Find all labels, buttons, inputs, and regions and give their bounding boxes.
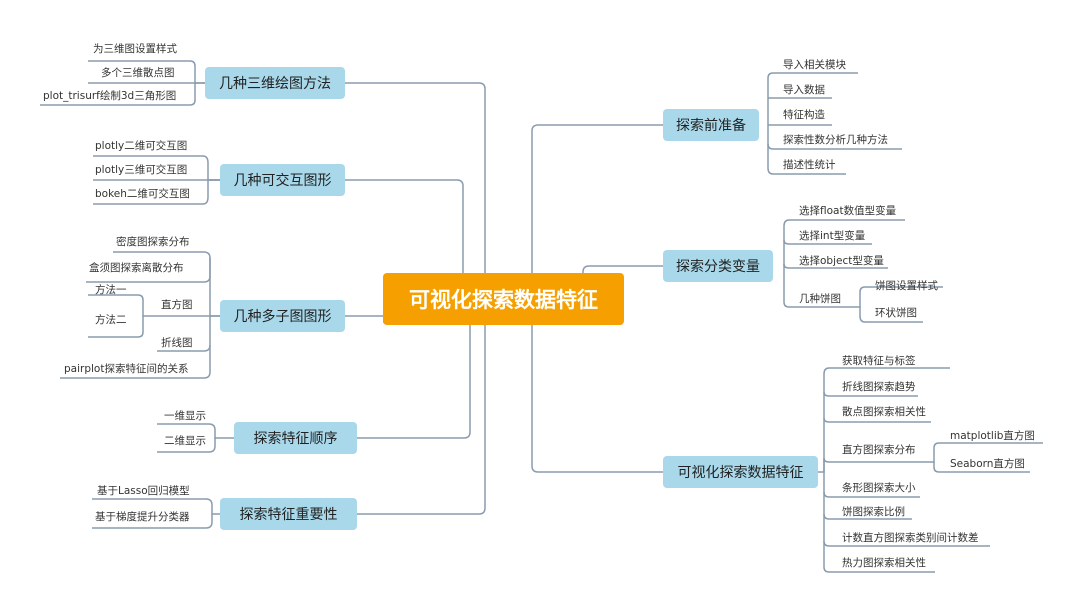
central-topic[interactable]: 可视化探索数据特征 [383, 273, 624, 325]
leaf-object-vars[interactable]: 选择object型变量 [799, 255, 884, 267]
leaf-seaborn-histogram[interactable]: Seaborn直方图 [950, 458, 1025, 470]
leaf-histogram[interactable]: 直方图 [161, 299, 193, 311]
leaf-matplotlib-histogram[interactable]: matplotlib直方图 [950, 430, 1035, 442]
leaf-pairplot[interactable]: pairplot探索特征间的关系 [64, 363, 189, 375]
leaf-gradient-boosting[interactable]: 基于梯度提升分类器 [95, 511, 190, 523]
leaf-import-modules[interactable]: 导入相关模块 [783, 59, 846, 71]
leaf-float-vars[interactable]: 选择float数值型变量 [799, 205, 897, 217]
leaf-method-two[interactable]: 方法二 [95, 314, 127, 326]
leaf-pie-style[interactable]: 饼图设置样式 [875, 280, 938, 292]
leaf-bokeh-2d[interactable]: bokeh二维可交互图 [95, 188, 190, 200]
leaf-import-data[interactable]: 导入数据 [783, 84, 825, 96]
leaf-int-vars[interactable]: 选择int型变量 [799, 230, 866, 242]
leaf-descriptive-stats[interactable]: 描述性统计 [783, 159, 836, 171]
leaf-3d-style[interactable]: 为三维图设置样式 [93, 43, 177, 55]
leaf-count-histogram[interactable]: 计数直方图探索类别间计数差 [842, 532, 979, 544]
leaf-donut-pie[interactable]: 环状饼图 [875, 307, 917, 319]
leaf-plotly-3d[interactable]: plotly三维可交互图 [95, 164, 188, 176]
topic-3d-plot-methods[interactable]: 几种三维绘图方法 [205, 67, 345, 99]
leaf-density-plot[interactable]: 密度图探索分布 [116, 236, 190, 248]
leaf-scatter-correlation[interactable]: 散点图探索相关性 [842, 406, 926, 418]
leaf-line-chart[interactable]: 折线图 [161, 337, 193, 349]
leaf-pie-proportion[interactable]: 饼图探索比例 [842, 506, 905, 518]
topic-categorical-variables[interactable]: 探索分类变量 [663, 250, 773, 282]
topic-feature-importance[interactable]: 探索特征重要性 [220, 498, 357, 530]
leaf-1d-display[interactable]: 一维显示 [164, 410, 206, 422]
leaf-eda-methods[interactable]: 探索性数分析几种方法 [783, 134, 888, 146]
leaf-line-trend[interactable]: 折线图探索趋势 [842, 381, 916, 393]
leaf-plotly-2d[interactable]: plotly二维可交互图 [95, 140, 188, 152]
leaf-get-features-labels[interactable]: 获取特征与标签 [842, 355, 916, 367]
leaf-3d-scatter[interactable]: 多个三维散点图 [101, 67, 175, 79]
leaf-2d-display[interactable]: 二维显示 [164, 435, 206, 447]
leaf-heatmap-correlation[interactable]: 热力图探索相关性 [842, 557, 926, 569]
leaf-pie-types[interactable]: 几种饼图 [799, 293, 841, 305]
topic-feature-order[interactable]: 探索特征顺序 [234, 422, 357, 454]
leaf-histogram-distribution[interactable]: 直方图探索分布 [842, 444, 916, 456]
leaf-method-one[interactable]: 方法一 [95, 284, 127, 296]
leaf-boxplot[interactable]: 盒须图探索离散分布 [89, 262, 184, 274]
leaf-bar-size[interactable]: 条形图探索大小 [842, 482, 916, 494]
leaf-feature-construction[interactable]: 特征构造 [783, 109, 825, 121]
topic-visual-feature-exploration[interactable]: 可视化探索数据特征 [663, 456, 818, 488]
topic-exploration-prep[interactable]: 探索前准备 [663, 109, 759, 141]
leaf-lasso-model[interactable]: 基于Lasso回归模型 [97, 485, 190, 497]
leaf-plot-trisurf[interactable]: plot_trisurf绘制3d三角形图 [43, 90, 177, 102]
topic-interactive-charts[interactable]: 几种可交互图形 [220, 164, 345, 196]
topic-multi-subplot-charts[interactable]: 几种多子图图形 [220, 300, 345, 332]
